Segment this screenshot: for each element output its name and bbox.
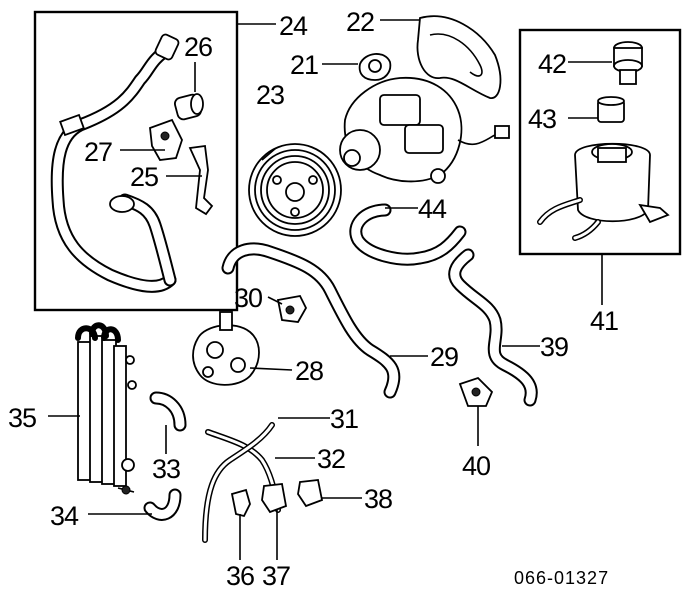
part-39-hose xyxy=(448,248,538,407)
callout-26: 26 xyxy=(184,32,212,62)
part-38-clip xyxy=(297,479,324,508)
callout-39: 39 xyxy=(540,332,568,362)
part-43-ring xyxy=(597,96,625,123)
callout-25: 25 xyxy=(130,162,158,192)
hose-assembly-group xyxy=(33,10,239,312)
part-34-hose xyxy=(117,485,182,521)
part-29-hose xyxy=(221,242,401,399)
part-28-valve xyxy=(192,311,260,386)
callout-28: 28 xyxy=(295,356,323,386)
callout-42: 42 xyxy=(538,49,566,79)
callout-33: 33 xyxy=(152,454,180,484)
part-36-clip xyxy=(230,488,251,518)
callout-29: 29 xyxy=(430,342,458,372)
part-42-cap xyxy=(613,41,643,85)
callout-35: 35 xyxy=(8,403,36,433)
part-32-line xyxy=(202,422,275,543)
callout-30: 30 xyxy=(234,283,262,313)
callout-40: 40 xyxy=(462,451,490,481)
part-26-sleeve xyxy=(174,93,204,121)
part-44-hose xyxy=(349,203,467,266)
part-40-clamp xyxy=(458,376,494,407)
callout-27: 27 xyxy=(84,137,112,167)
callout-31: 31 xyxy=(330,404,358,434)
reservoir-group xyxy=(518,28,682,256)
group-box-24 xyxy=(33,10,239,312)
callout-38: 38 xyxy=(364,484,392,514)
callout-labels: 24 22 26 21 23 27 25 44 42 43 41 30 28 2… xyxy=(8,7,619,591)
callout-37: 37 xyxy=(262,561,290,591)
leader-lines xyxy=(48,19,612,560)
callout-22: 22 xyxy=(346,7,374,37)
callout-41: 41 xyxy=(590,306,618,336)
callout-36: 36 xyxy=(226,561,254,591)
part-37-clip xyxy=(261,483,288,514)
reservoir-tank xyxy=(537,142,670,241)
callout-23: 23 xyxy=(256,80,284,110)
callout-43: 43 xyxy=(528,104,556,134)
part-30-connector xyxy=(276,294,308,323)
callout-21: 21 xyxy=(290,50,318,80)
part-27-clamp xyxy=(149,118,183,161)
part-23-pulley xyxy=(248,143,342,237)
callout-24: 24 xyxy=(279,11,308,41)
part-22-gasket xyxy=(416,15,502,99)
group-box-41 xyxy=(518,28,682,256)
reference-code: 066-01327 xyxy=(514,568,609,588)
part-35-cooler xyxy=(75,322,137,487)
callout-32: 32 xyxy=(317,444,345,474)
callout-34: 34 xyxy=(50,501,79,531)
callout-44: 44 xyxy=(418,194,447,224)
part-25-bracket xyxy=(188,144,214,216)
power-steering-pump xyxy=(339,53,510,184)
